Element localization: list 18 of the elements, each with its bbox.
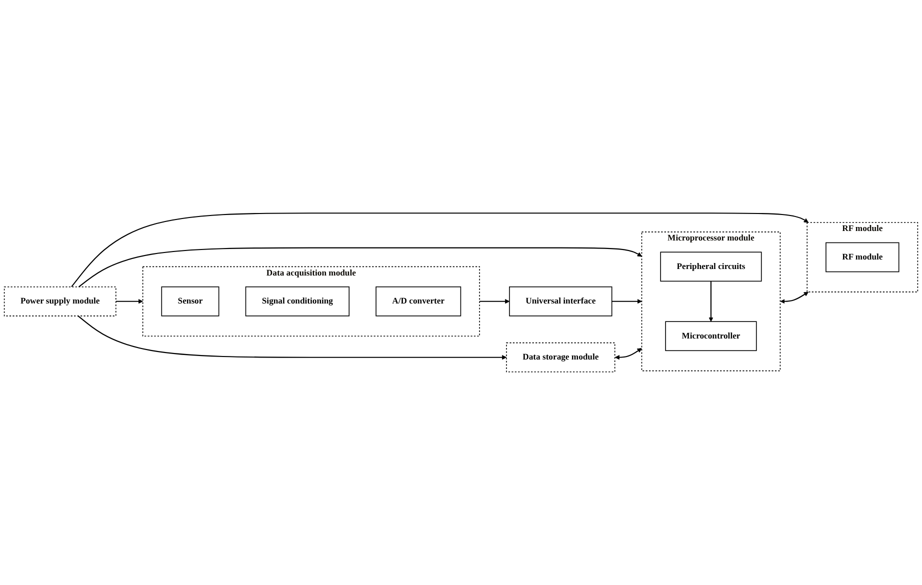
- arrow: [708, 281, 714, 322]
- arrow: [116, 299, 144, 304]
- arrow: [480, 299, 510, 304]
- arrow: [614, 348, 642, 360]
- node-box: Peripheral circuits: [660, 252, 762, 282]
- arrow: [78, 247, 642, 288]
- arrow: [78, 316, 507, 360]
- node-box: Microcontroller: [665, 321, 757, 352]
- arrow: [780, 292, 809, 304]
- node-box: Signal conditioning: [245, 286, 350, 316]
- arrow: [71, 212, 809, 288]
- node-box: RF module: [826, 242, 900, 272]
- node-box: Data storage module: [506, 342, 616, 372]
- node-box: Sensor: [161, 286, 220, 316]
- arrow: [612, 299, 642, 304]
- node-box: A/D converter: [376, 286, 462, 316]
- node-box: Universal interface: [509, 286, 612, 316]
- node-box: Power supply module: [4, 286, 116, 316]
